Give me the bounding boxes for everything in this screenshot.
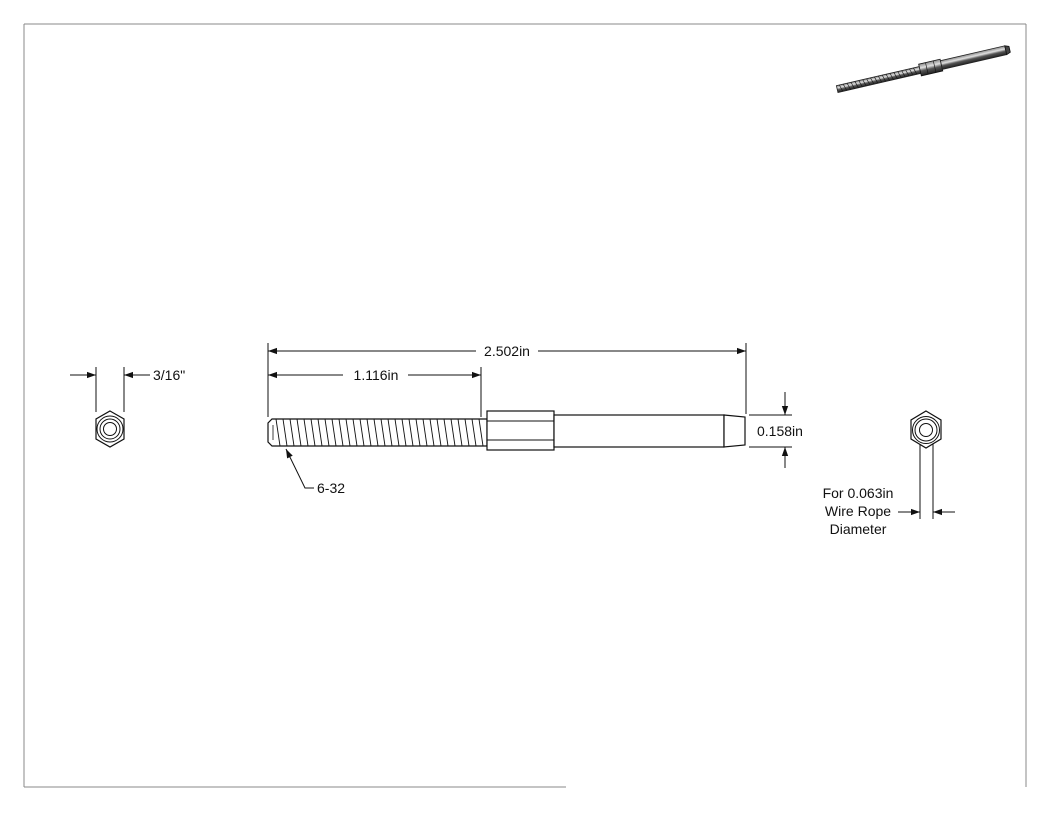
hex-size-label: 3/16": [153, 367, 185, 383]
wire-diameter-dimension: [898, 444, 955, 519]
hex-nut-end-icon: [95, 410, 125, 448]
thread-callout-label: 6-32: [317, 480, 345, 496]
overall-length-dimension: [267, 343, 747, 417]
wire-note-line2: Wire Rope: [825, 503, 891, 519]
thread-callout-leader: [285, 448, 314, 489]
hex-bore-end-icon: [910, 410, 942, 449]
wire-note-line1: For 0.063in: [823, 485, 894, 501]
drawing-border: [23, 23, 1027, 788]
threaded-stud-iso-icon: [835, 45, 1011, 94]
wire-note-line3: Diameter: [830, 521, 887, 537]
thread-length-dimension: [268, 367, 482, 417]
stud-side-view: [267, 410, 746, 451]
thread-length-label: 1.116in: [354, 367, 399, 383]
overall-length-label: 2.502in: [484, 343, 530, 359]
thread-lines: [275, 418, 484, 447]
shank-diameter-dimension: [749, 392, 792, 468]
shank-diameter-label: 0.158in: [757, 423, 803, 439]
hex-size-dimension: [70, 367, 150, 412]
